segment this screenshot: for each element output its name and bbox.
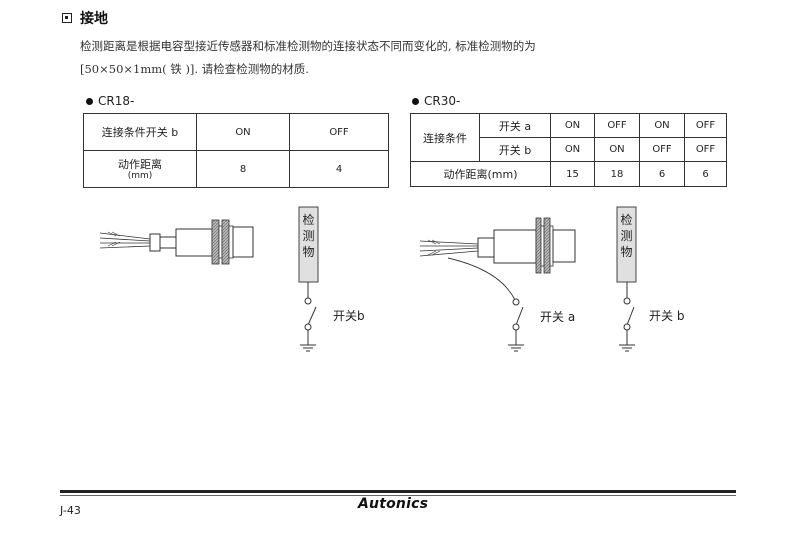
cr18-spec-table: 连接条件开关 b ON OFF 动作距离 (mm) 8 4	[83, 113, 389, 188]
cr18-row2-value-2: 4	[289, 150, 389, 188]
cr30-switch-b-label: 开关 b	[479, 137, 551, 162]
cr18-model-heading: CR18-	[86, 94, 134, 108]
cr18-distance-label: 动作距离	[118, 157, 162, 171]
cr30-distance-value-4: 6	[684, 161, 727, 187]
section-bullet-icon	[62, 13, 72, 23]
bullet-dot-icon	[86, 97, 93, 105]
bullet-dot-icon	[412, 97, 419, 105]
right-target-drawing	[616, 206, 637, 352]
footer-rule	[60, 490, 736, 493]
left-target-drawing	[298, 206, 319, 352]
cr18-sensor-drawing	[99, 219, 254, 265]
left-target-label: 检测物	[302, 213, 315, 259]
description-line-2: [50×50×1mm( 铁 )]. 请检查检测物的材质.	[80, 62, 309, 76]
cr30-switch-a-value-3: ON	[639, 113, 685, 138]
right-switch-a-label: 开关 a	[540, 310, 576, 324]
cr18-row1-label: 连接条件开关 b	[83, 113, 197, 151]
cr30-distance-value-3: 6	[639, 161, 685, 187]
cr30-sensor-drawing	[419, 217, 576, 352]
right-switch-b-label: 开关 b	[649, 309, 685, 323]
footer-rule-thin	[60, 495, 736, 496]
cr30-group-label: 连接条件	[410, 113, 480, 162]
section-title: 接地	[80, 11, 108, 27]
cr30-switch-b-value-3: OFF	[639, 137, 685, 162]
brand-logo: Autonics	[358, 496, 429, 512]
cr30-switch-b-value-4: OFF	[684, 137, 727, 162]
cr30-switch-a-value-1: ON	[550, 113, 595, 138]
left-switch-label: 开关b	[333, 309, 365, 323]
cr30-switch-a-value-4: OFF	[684, 113, 727, 138]
cr30-model-heading: CR30-	[412, 94, 460, 108]
cr30-distance-label: 动作距离(mm)	[410, 161, 551, 187]
cr18-model-label: CR18-	[98, 94, 135, 108]
cr30-spec-table: 连接条件 开关 a ON OFF ON OFF 开关 b ON ON OFF O…	[410, 113, 727, 187]
description-line-1: 检测距离是根据电容型接近传感器和标准检测物的连接状态不同而变化的, 标准检测物的…	[80, 39, 536, 53]
cr18-row2-value-1: 8	[196, 150, 290, 188]
page-number: J-43	[60, 504, 81, 517]
right-target-label: 检测物	[620, 213, 633, 259]
cr30-model-label: CR30-	[424, 94, 461, 108]
cr18-distance-unit: (mm)	[127, 170, 153, 181]
cr30-switch-a-label: 开关 a	[479, 113, 551, 138]
cr30-distance-value-1: 15	[550, 161, 595, 187]
